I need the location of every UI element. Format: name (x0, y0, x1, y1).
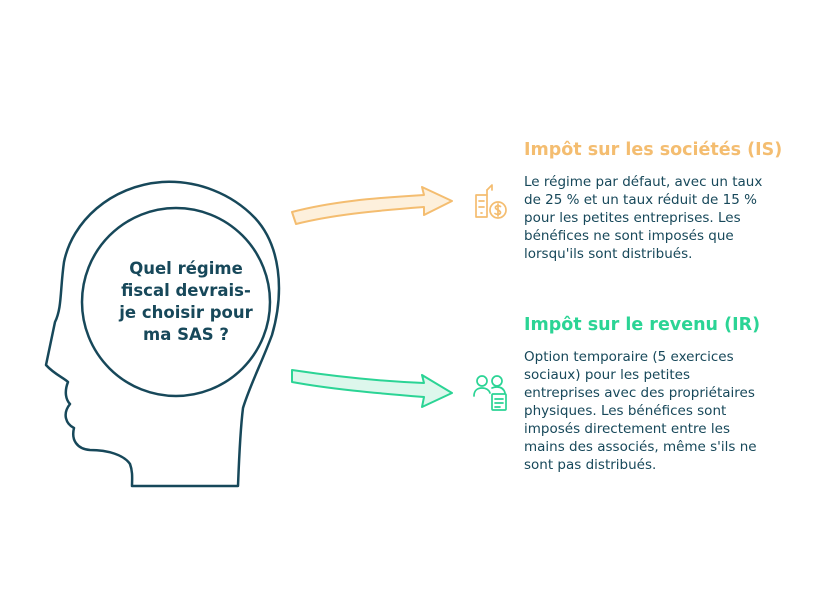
description-line: Option temporaire (5 exercices (524, 348, 774, 366)
arrow-to-is (292, 187, 452, 224)
description-line: lorsqu'ils sont distribués. (524, 245, 774, 263)
description-line: imposés directement entre les (524, 420, 774, 438)
option-is-description: Le régime par défaut, avec un taux de 25… (524, 173, 774, 263)
description-line: Le régime par défaut, avec un taux (524, 173, 774, 191)
description-line: mains des associés, même s'ils ne (524, 438, 774, 456)
description-line: physiques. Les bénéfices sont (524, 402, 774, 420)
arrow-to-ir (292, 370, 452, 407)
central-question: Quel régime fiscal devrais- je choisir p… (96, 258, 276, 346)
option-is: Impôt sur les sociétés (IS) Le régime pa… (524, 138, 774, 263)
company-money-icon (476, 185, 506, 218)
question-line: fiscal devrais- (96, 280, 276, 302)
option-is-title: Impôt sur les sociétés (IS) (524, 138, 774, 162)
description-line: bénéfices ne sont imposés que (524, 227, 774, 245)
option-ir-title: Impôt sur le revenu (IR) (524, 313, 774, 337)
question-line: Quel régime (96, 258, 276, 280)
partners-document-icon (474, 376, 506, 410)
description-line: entreprises avec des propriétaires (524, 384, 774, 402)
description-line: pour les petites entreprises. Les (524, 209, 774, 227)
option-ir-description: Option temporaire (5 exercices sociaux) … (524, 348, 774, 474)
description-line: de 25 % et un taux réduit de 15 % (524, 191, 774, 209)
option-ir: Impôt sur le revenu (IR) Option temporai… (524, 313, 774, 474)
description-line: sont pas distribués. (524, 456, 774, 474)
description-line: sociaux) pour les petites (524, 366, 774, 384)
question-line: ma SAS ? (96, 324, 276, 346)
question-line: je choisir pour (96, 302, 276, 324)
